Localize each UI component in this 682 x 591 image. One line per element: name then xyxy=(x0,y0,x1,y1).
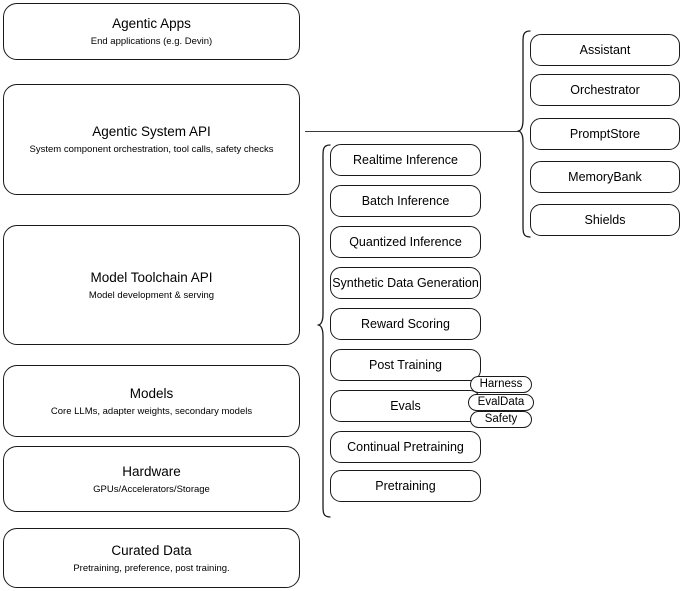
capability-label: Pretraining xyxy=(375,478,436,493)
component-orchestrator[interactable]: Orchestrator xyxy=(530,74,680,106)
component-label: Shields xyxy=(584,212,626,227)
evals-badge-safety[interactable]: Safety xyxy=(470,411,532,428)
layer-title: Agentic Apps xyxy=(112,16,191,31)
layer-title: Agentic System API xyxy=(92,124,211,139)
capability-label: Post Training xyxy=(369,357,442,372)
layer-models[interactable]: Models Core LLMs, adapter weights, secon… xyxy=(3,365,300,437)
capability-quantized-inference[interactable]: Quantized Inference xyxy=(330,226,481,258)
layer-curated-data[interactable]: Curated Data Pretraining, preference, po… xyxy=(3,528,300,588)
capability-realtime-inference[interactable]: Realtime Inference xyxy=(330,144,481,176)
component-promptstore[interactable]: PromptStore xyxy=(530,118,680,150)
component-label: Assistant xyxy=(579,42,631,57)
capability-label: Realtime Inference xyxy=(353,152,458,167)
capability-batch-inference[interactable]: Batch Inference xyxy=(330,185,481,217)
brace-toolchain-capabilities xyxy=(317,144,331,518)
component-label: Orchestrator xyxy=(570,82,640,97)
layer-title: Models xyxy=(129,385,174,401)
layer-agentic-apps[interactable]: Agentic Apps End applications (e.g. Devi… xyxy=(3,3,300,60)
capability-label: Quantized Inference xyxy=(349,234,462,249)
layer-title: Model Toolchain API xyxy=(90,269,213,285)
layer-model-toolchain-api[interactable]: Model Toolchain API Model development & … xyxy=(3,225,300,345)
layer-subtitle: Core LLMs, adapter weights, secondary mo… xyxy=(50,405,253,417)
capability-label: Reward Scoring xyxy=(361,316,450,331)
layer-agentic-system-api[interactable]: Agentic System API System component orch… xyxy=(3,84,300,195)
layer-title: Hardware xyxy=(122,463,181,479)
layer-subtitle: Model development & serving xyxy=(88,289,215,301)
capability-label: Continual Pretraining xyxy=(347,439,464,454)
capability-evals[interactable]: Evals xyxy=(330,390,481,422)
brace-system-components xyxy=(517,30,531,238)
component-label: PromptStore xyxy=(569,126,641,141)
capability-reward-scoring[interactable]: Reward Scoring xyxy=(330,308,481,340)
evals-badge-harness[interactable]: Harness xyxy=(470,376,532,393)
capability-continual-pretraining[interactable]: Continual Pretraining xyxy=(330,431,481,463)
layer-subtitle: End applications (e.g. Devin) xyxy=(90,36,213,47)
capability-synthetic-data-generation[interactable]: Synthetic Data Generation xyxy=(330,267,481,299)
layer-subtitle: System component orchestration, tool cal… xyxy=(29,144,274,155)
layer-subtitle: Pretraining, preference, post training. xyxy=(73,562,230,574)
layer-subtitle: GPUs/Accelerators/Storage xyxy=(93,483,210,495)
capability-label: Batch Inference xyxy=(361,193,450,208)
capability-post-training[interactable]: Post Training xyxy=(330,349,481,381)
layer-hardware[interactable]: Hardware GPUs/Accelerators/Storage xyxy=(3,446,300,512)
component-label: MemoryBank xyxy=(568,169,642,184)
component-memorybank[interactable]: MemoryBank xyxy=(530,161,680,193)
capability-label: Evals xyxy=(390,398,421,413)
component-shields[interactable]: Shields xyxy=(530,204,680,236)
evals-badge-evaldata[interactable]: EvalData xyxy=(468,394,534,411)
evals-badge-label: Safety xyxy=(484,413,518,425)
evals-badge-label: EvalData xyxy=(477,396,525,408)
layer-title: Curated Data xyxy=(111,542,192,558)
evals-badge-label: Harness xyxy=(479,378,523,390)
capability-label: Synthetic Data Generation xyxy=(332,275,479,290)
connector-system-api-to-components xyxy=(305,131,519,132)
capability-pretraining[interactable]: Pretraining xyxy=(330,470,481,502)
component-assistant[interactable]: Assistant xyxy=(530,34,680,66)
